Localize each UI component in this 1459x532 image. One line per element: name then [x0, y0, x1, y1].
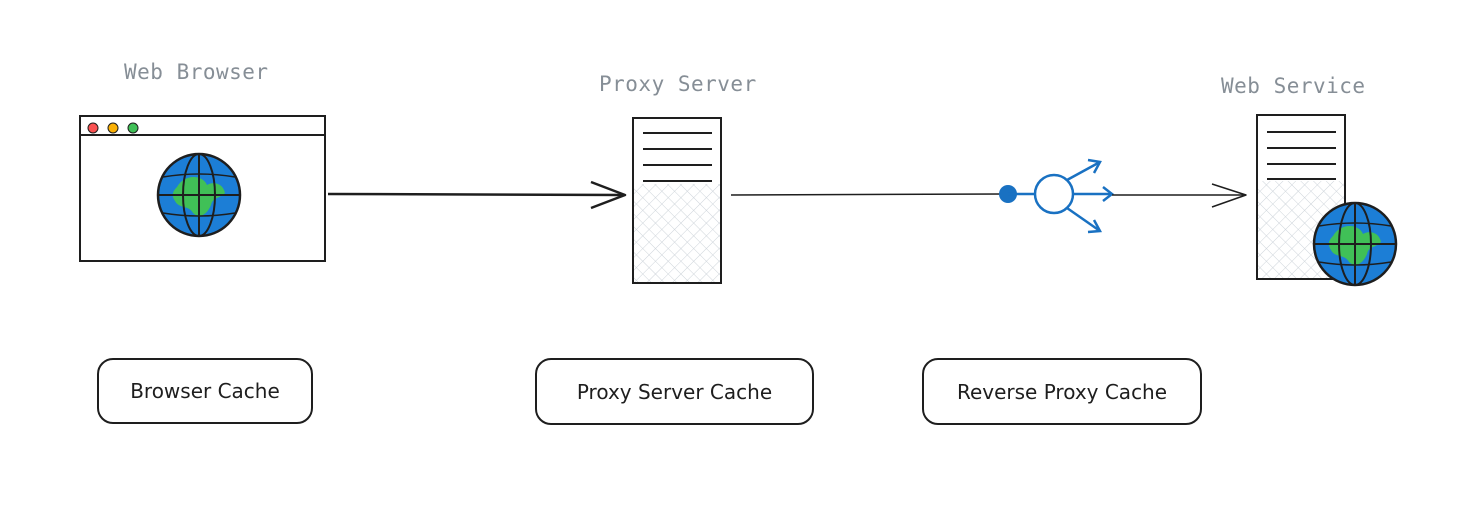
- window-maximize-dot: [127, 122, 139, 134]
- connector-proxy-to-reverse-proxy: [730, 193, 1004, 196]
- web-browser-window: [79, 115, 326, 262]
- proxy-server-icon: [632, 117, 722, 284]
- proxy-server-cache-label: Proxy Server Cache: [576, 379, 773, 404]
- proxy-server-cache-box: Proxy Server Cache: [535, 358, 814, 425]
- web-service-title: Web Service: [1221, 74, 1366, 98]
- browser-globe-icon: [156, 152, 242, 238]
- browser-cache-box: Browser Cache: [97, 358, 313, 424]
- browser-cache-label: Browser Cache: [130, 379, 280, 403]
- reverse-proxy-cache-label: Reverse Proxy Cache: [956, 379, 1168, 404]
- load-balancer-icon: [999, 158, 1115, 234]
- web-browser-title: Web Browser: [124, 60, 269, 84]
- window-minimize-dot: [107, 122, 119, 134]
- service-globe-icon: [1312, 201, 1398, 287]
- proxy-server-title: Proxy Server: [599, 72, 757, 96]
- reverse-proxy-cache-box: Reverse Proxy Cache: [922, 358, 1202, 425]
- arrow-browser-to-proxy: [327, 180, 627, 210]
- arrow-reverse-proxy-to-service: [1112, 183, 1247, 208]
- window-close-dot: [87, 122, 99, 134]
